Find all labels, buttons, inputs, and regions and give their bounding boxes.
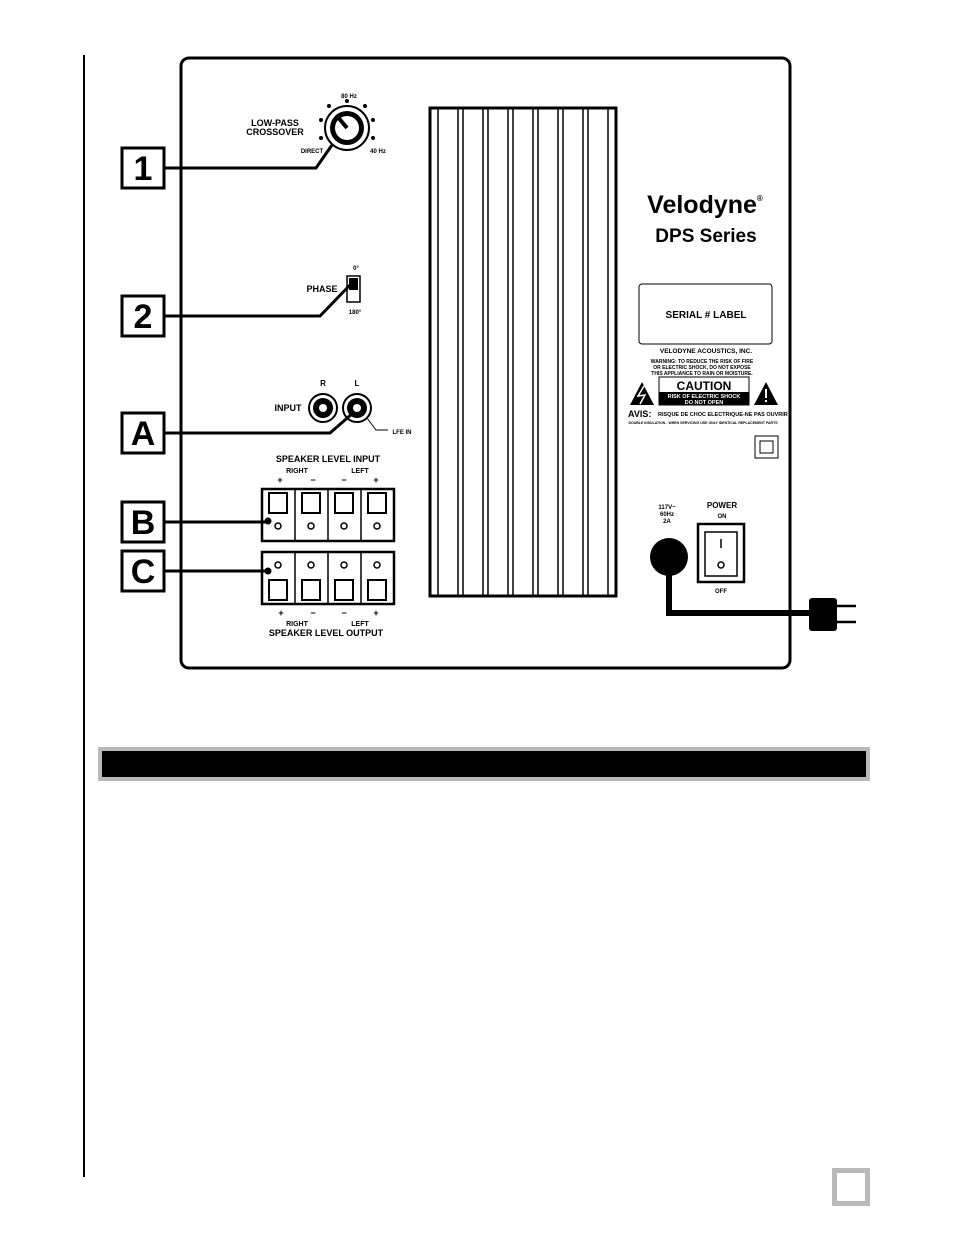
power-cord [650,538,856,631]
callout-2: 2 [120,283,352,338]
speaker-input-left: LEFT [351,468,369,475]
power-label: POWER [707,501,737,510]
double-insulation-text: DOUBLE INSULATION - WHEN SERVICING USE O… [628,421,778,425]
heat-sink [428,106,618,598]
callout-a: A [120,411,354,455]
callout-c: C [120,549,266,593]
power-rating-2: 60Hz [660,512,674,518]
power-rating-1: 117V~ [658,505,676,511]
brand-series: DPS Series [655,226,756,247]
speaker-output-polarity-4: + [373,608,378,618]
speaker-output-polarity-2: − [310,608,315,618]
warning-line-3: THIS APPLIANCE TO RAIN OR MOISTURE. [651,371,753,377]
speaker-output-polarity-1: + [278,608,283,618]
speaker-input-title: SPEAKER LEVEL INPUT [276,454,381,464]
phase-label: PHASE [306,284,337,294]
lightning-warning-icon [630,382,654,405]
input-r-label: R [320,379,326,388]
callout-a-label: A [131,415,156,453]
rca-jack-right[interactable] [308,393,338,423]
brand-reg-mark: ® [757,194,763,203]
crossover-label-2: CROSSOVER [246,127,304,137]
callout-1-label: 1 [134,150,153,188]
speaker-output-right: RIGHT [286,621,309,628]
input-label: INPUT [275,403,303,413]
speaker-input-polarity-4: + [373,475,378,485]
company-name: VELODYNE ACOUSTICS, INC. [660,348,752,355]
power-on-label: ON [718,514,727,520]
exclamation-warning-icon [754,382,778,405]
caution-line-1: RISK OF ELECTRIC SHOCK [668,394,741,400]
brand-name: Velodyne® [647,191,763,219]
crossover-knob[interactable] [319,99,375,151]
power-rating-3: 2A [663,519,671,525]
speaker-output-terminals[interactable] [260,550,396,606]
double-insulation-icon [754,435,779,459]
crossover-mark-80hz: 80 Hz [341,94,357,100]
callout-c-label: C [131,553,156,591]
callout-b: B [120,500,266,544]
crossover-label-1: LOW-PASS [251,118,299,128]
brand-wordmark: Velodyne [647,191,757,219]
section-header-bar [98,747,870,781]
lfe-in-label: LFE IN [393,430,412,436]
input-l-label: L [355,379,360,388]
page-number-box [832,1168,870,1206]
caution-line-2: DO NOT OPEN [685,400,724,406]
warning-line-1: WARNING: TO REDUCE THE RISK OF FIRE [651,359,754,365]
speaker-input-polarity-1: + [277,475,282,485]
rear-panel-diagram: LOW-PASS CROSSOVER 80 Hz DIRECT 40 Hz PH… [120,56,856,670]
callout-2-label: 2 [134,298,153,336]
avis-label: AVIS: [628,409,651,419]
speaker-input-terminals[interactable] [260,487,396,543]
speaker-output-left: LEFT [351,621,369,628]
callout-1: 1 [120,144,334,190]
serial-label-text: SERIAL # LABEL [666,310,747,321]
phase-mark-0: 0° [353,266,359,272]
crossover-mark-40hz: 40 Hz [370,149,386,155]
phase-switch[interactable] [346,275,361,303]
power-switch[interactable] [696,522,746,584]
callout-b-label: B [131,504,156,542]
crossover-mark-direct: DIRECT [301,149,324,155]
speaker-output-title: SPEAKER LEVEL OUTPUT [269,628,384,638]
caution-title: CAUTION [677,379,732,393]
power-off-label: OFF [715,589,727,595]
serial-label-box [638,283,773,345]
speaker-input-polarity-3: − [341,475,346,485]
avis-text: RISQUE DE CHOC ELECTRIQUE-NE PAS OUVRIR [658,412,788,418]
speaker-output-polarity-3: − [341,608,346,618]
warning-line-2: OR ELECTRIC SHOCK, DO NOT EXPOSE [653,365,751,371]
phase-mark-180: 180° [349,310,362,316]
speaker-input-right: RIGHT [286,468,309,475]
margin-rule [83,55,85,1177]
speaker-input-polarity-2: − [310,475,315,485]
